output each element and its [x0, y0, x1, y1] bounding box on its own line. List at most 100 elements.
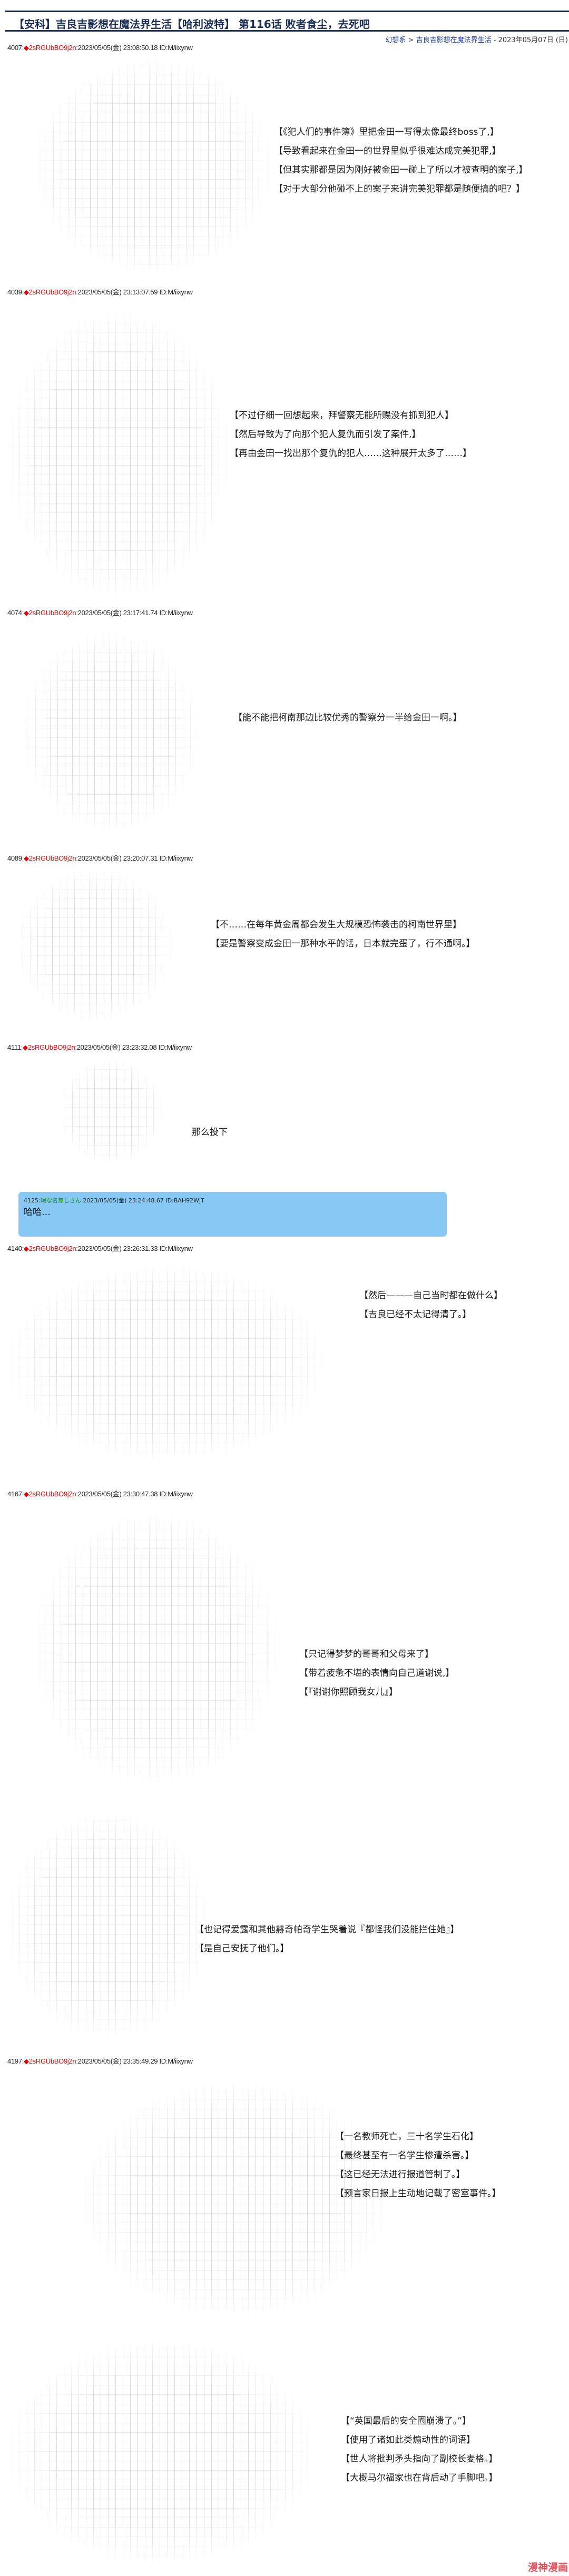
narration-line: 【是自己安抚了他们。】 — [195, 1943, 289, 1954]
post-datetime: 2023/05/05(金) 23:23:32.08 — [76, 1043, 157, 1051]
poster-trip: ◆2sRGUbBO9j2n — [24, 1490, 76, 1498]
trip-code: 2sRGUbBO9j2n — [28, 609, 76, 617]
narration-line: 【大概马尔福家也在背后动了手脚吧。】 — [341, 2473, 498, 2483]
post-id: ID:M/iixynw — [159, 44, 193, 52]
reply-body: 哈哈… — [24, 1207, 51, 1218]
post-id: ID:M/iixynw — [159, 2057, 193, 2065]
post-number: 4140 — [7, 1245, 22, 1252]
narration-line: 【对于大部分他碰不上的案子来讲完美犯罪都是随便搞的吧？】 — [274, 184, 525, 194]
ascii-art-illustration — [32, 1512, 279, 1785]
ascii-art-illustration — [16, 869, 174, 1022]
page-title: 【安科】吉良吉影想在魔法界生活【哈利波特】 第116话 败者食尘，去死吧 — [14, 18, 370, 31]
post-number: 4039 — [7, 288, 22, 296]
ascii-art-illustration — [5, 1812, 211, 2038]
ascii-art-illustration — [5, 311, 232, 598]
post-id: ID:M/iixynw — [159, 1245, 193, 1252]
post-id: ID:M/iixynw — [159, 1490, 193, 1498]
breadcrumb-series-link[interactable]: 吉良吉影想在魔法界生活 — [416, 36, 492, 44]
trip-code: 2sRGUbBO9j2n — [28, 1245, 76, 1252]
post-id: ID:M/iixynw — [159, 854, 193, 862]
post-datetime: 2023/05/05(金) 23:20:07.31 — [77, 854, 158, 862]
post-number: 4089 — [7, 854, 22, 862]
narration-line: 【然后导致为了向那个犯人复仇而引发了案件,】 — [230, 429, 421, 440]
post-date: - 2023年05月07日 (日) — [491, 36, 568, 44]
narration-line: 【只记得梦梦的哥哥和父母来了】 — [299, 1649, 434, 1660]
poster-trip: ◆2sRGUbBO9j2n — [23, 1043, 75, 1051]
reply-datetime: 2023/05/05(金) 23:24:48.67 — [83, 1197, 164, 1204]
post-header: 4007:◆2sRGUbBO9j2n:2023/05/05(金) 23:08:5… — [7, 44, 193, 52]
post-datetime: 2023/05/05(金) 23:13:07.59 — [77, 288, 158, 296]
narration-line: 【一名教师死亡，三十名学生石化】 — [335, 2131, 478, 2142]
trip-diamond-icon: ◆ — [24, 1490, 29, 1498]
post-header: 4197:◆2sRGUbBO9j2n:2023/05/05(金) 23:35:4… — [7, 2057, 193, 2065]
ascii-art-illustration — [5, 1264, 327, 1462]
post-header: 4111:◆2sRGUbBO9j2n:2023/05/05(金) 23:23:3… — [7, 1043, 192, 1051]
poster-trip: ◆2sRGUbBO9j2n — [24, 44, 76, 52]
narration-line: 【不……在每年黄金周都会发生大规模恐怖袭击的柯南世界里】 — [211, 920, 462, 930]
trip-code: 2sRGUbBO9j2n — [28, 2057, 76, 2065]
post-number: 4167 — [7, 1490, 22, 1498]
narration-line: 【这已经无法进行报道管制了。】 — [335, 2169, 465, 2180]
narration-line: 【能不能把柯南那边比较优秀的警察分一半给金田一啊。】 — [233, 713, 462, 723]
trip-diamond-icon: ◆ — [24, 288, 29, 296]
trip-code: 2sRGUbBO9j2n — [27, 1043, 75, 1051]
trip-diamond-icon: ◆ — [24, 1245, 29, 1252]
post-datetime: 2023/05/05(金) 23:26:31.33 — [77, 1245, 158, 1252]
breadcrumb-category-link[interactable]: 幻想系 — [385, 36, 406, 44]
reply-author: 暇な名無しさん — [40, 1197, 81, 1204]
post-header: 4039:◆2sRGUbBO9j2n:2023/05/05(金) 23:13:0… — [7, 288, 193, 296]
narration-line: 那么投下 — [192, 1127, 228, 1138]
narration-line: 【不过仔细一回想起来，拜警察无能所赐没有抓到犯人】 — [230, 410, 454, 421]
post-header: 4140:◆2sRGUbBO9j2n:2023/05/05(金) 23:26:3… — [7, 1245, 193, 1252]
trip-diamond-icon: ◆ — [24, 2057, 29, 2065]
post-header: 4074:◆2sRGUbBO9j2n:2023/05/05(金) 23:17:4… — [7, 609, 193, 617]
narration-line: 【要是警察变成金田一那种水平的话，日本就完蛋了，行不通啊。】 — [211, 939, 475, 949]
poster-trip: ◆2sRGUbBO9j2n — [24, 854, 76, 862]
trip-code: 2sRGUbBO9j2n — [28, 1490, 76, 1498]
poster-trip: ◆2sRGUbBO9j2n — [24, 2057, 76, 2065]
trip-diamond-icon: ◆ — [24, 44, 29, 52]
narration-line: 【最终甚至有一名学生惨遭杀害。】 — [335, 2150, 474, 2161]
post-number: 4111 — [7, 1043, 21, 1051]
breadcrumb-separator: > — [406, 36, 416, 44]
narration-line: 【“英国最后的安全圈崩溃了。”】 — [341, 2416, 472, 2426]
narration-line: 【导致看起来在金田一的世界里似乎很难达成完美犯罪,】 — [274, 146, 501, 156]
ascii-art-illustration — [21, 632, 200, 832]
post-header: 4167:◆2sRGUbBO9j2n:2023/05/05(金) 23:30:4… — [7, 1490, 193, 1498]
trip-code: 2sRGUbBO9j2n — [28, 288, 76, 296]
trip-code: 2sRGUbBO9j2n — [28, 854, 76, 862]
narration-line: 【《犯人们的事件簿》里把金田一写得太像最终boss了,】 — [274, 127, 499, 137]
narration-line: 【使用了诸如此类煽动性的词语】 — [341, 2435, 475, 2445]
poster-trip: ◆2sRGUbBO9j2n — [24, 609, 76, 617]
post-number: 4074 — [7, 609, 22, 617]
ascii-art-illustration — [5, 2338, 316, 2565]
ascii-art-illustration — [79, 2080, 390, 2317]
trip-code: 2sRGUbBO9j2n — [28, 44, 76, 52]
narration-line: 【世人将批判矛头指向了副校长麦格。】 — [341, 2454, 498, 2464]
post-id: ID:M/iixynw — [159, 609, 193, 617]
reply-id: ID:BAH92WjT — [165, 1197, 204, 1204]
reply-number: 4125 — [24, 1197, 38, 1204]
narration-line: 【也记得爱露和其他赫奇帕奇学生哭着说『都怪我们没能拦住她』】 — [195, 1924, 459, 1935]
reply-header: 4125:暇な名無しさん:2023/05/05(金) 23:24:48.67 I… — [24, 1197, 204, 1204]
breadcrumb: 幻想系 > 吉良吉影想在魔法界生活 - 2023年05月07日 (日) — [385, 34, 568, 44]
post-datetime: 2023/05/05(金) 23:30:47.38 — [77, 1490, 158, 1498]
trip-diamond-icon: ◆ — [23, 1043, 28, 1051]
post-header: 4089:◆2sRGUbBO9j2n:2023/05/05(金) 23:20:0… — [7, 854, 193, 862]
post-number: 4197 — [7, 2057, 22, 2065]
poster-trip: ◆2sRGUbBO9j2n — [24, 1245, 76, 1252]
reader-reply: 4125:暇な名無しさん:2023/05/05(金) 23:24:48.67 I… — [18, 1192, 447, 1237]
ascii-art-illustration — [32, 58, 274, 274]
post-number: 4007 — [7, 44, 22, 52]
trip-diamond-icon: ◆ — [24, 854, 29, 862]
post-id: ID:M/iixynw — [159, 288, 193, 296]
trip-diamond-icon: ◆ — [24, 609, 29, 617]
post-datetime: 2023/05/05(金) 23:08:50.18 — [77, 44, 158, 52]
narration-line: 【然后———自己当时都在做什么】 — [359, 1290, 503, 1301]
watermark-logo: 漫神漫画 — [527, 2562, 568, 2573]
narration-line: 【预言家日报上生动地记载了密室事件。】 — [335, 2188, 501, 2199]
post-datetime: 2023/05/05(金) 23:17:41.74 — [77, 609, 158, 617]
title-bar: 【安科】吉良吉影想在魔法界生活【哈利波特】 第116话 败者食尘，去死吧 — [5, 11, 569, 32]
poster-trip: ◆2sRGUbBO9j2n — [24, 288, 76, 296]
narration-line: 【再由金田一找出那个复仇的犯人……这种展开太多了……】 — [230, 448, 472, 459]
